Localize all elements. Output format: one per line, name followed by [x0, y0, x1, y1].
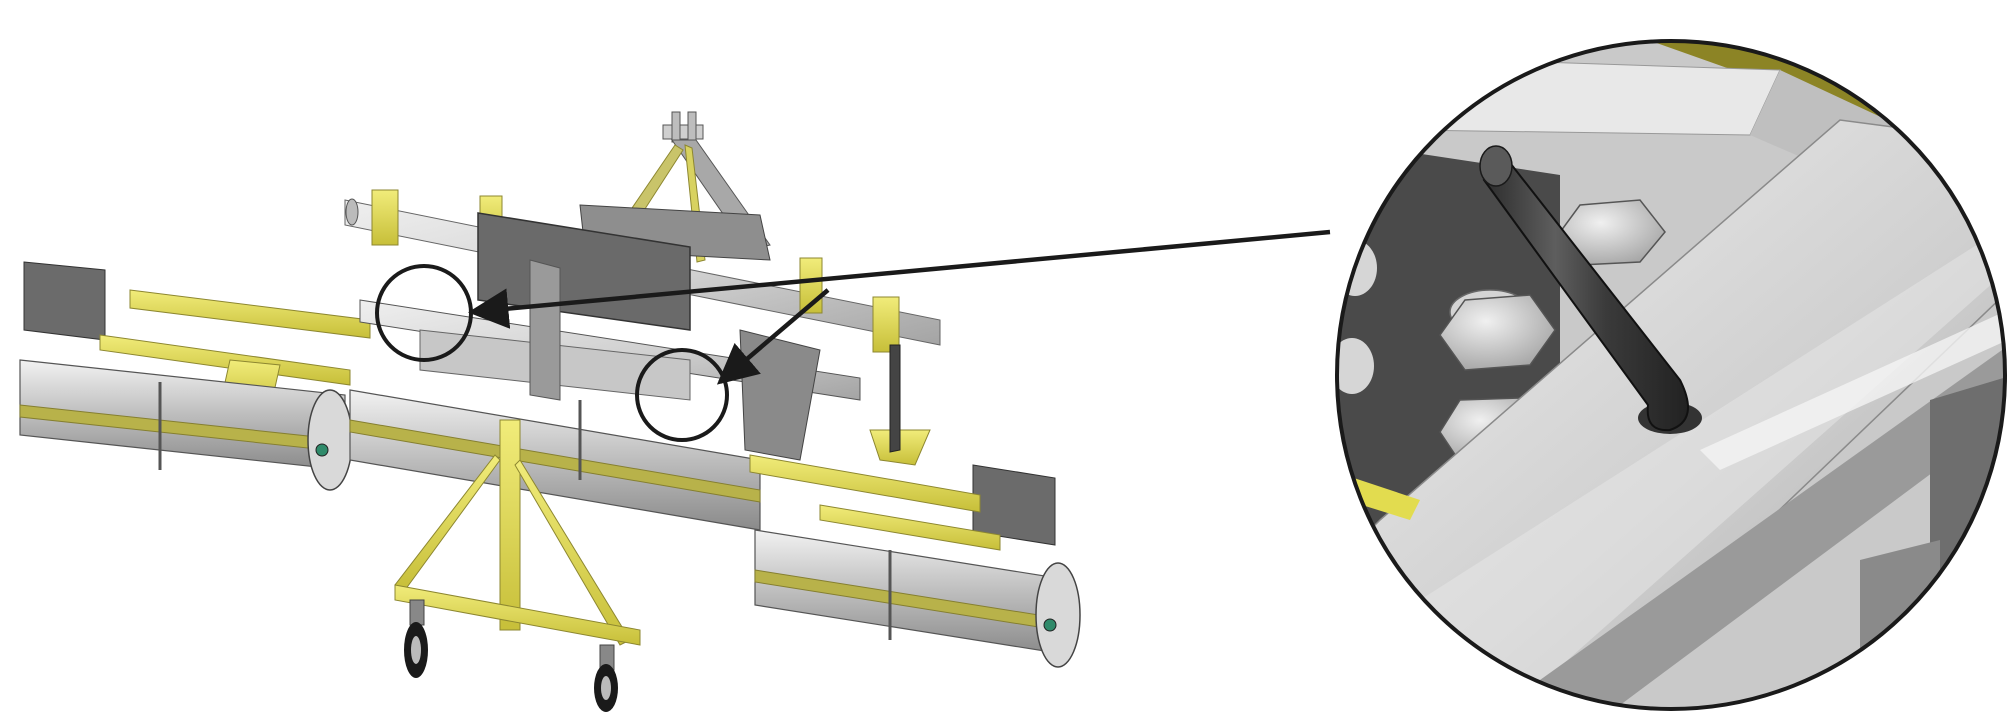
transport-stand — [394, 419, 641, 712]
hex-bolt — [1439, 289, 1556, 371]
locking-pin — [1479, 145, 1702, 434]
roller-machine-assembly — [19, 111, 1081, 712]
leader-line-left — [467, 229, 1331, 329]
plate-hole — [1337, 338, 1374, 394]
detail-zoom-border — [1335, 39, 2007, 711]
caster-wheel — [594, 644, 618, 712]
callout-circle-right — [635, 348, 729, 442]
right-roller-section — [749, 454, 1081, 668]
callout-leaders — [467, 229, 1331, 385]
leader-line-right — [716, 288, 830, 385]
detail-zoom-view — [1335, 39, 2007, 711]
left-roller-section — [19, 261, 371, 491]
caster-wheel — [404, 599, 428, 678]
